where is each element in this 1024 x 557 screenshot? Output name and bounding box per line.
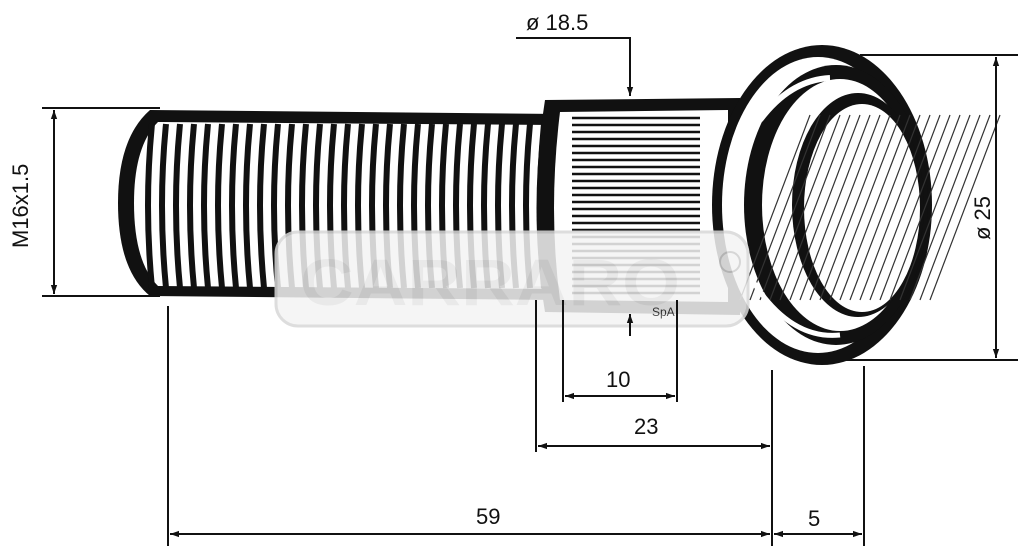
thread-grooves [145,123,547,289]
thread-label: M16x1.5 [8,164,33,248]
total-length-label: 59 [476,504,500,529]
dim-knurl-diameter [516,37,634,336]
registered-mark-icon [719,251,741,273]
dim-shank-length [535,300,773,452]
knurl-diameter-label: ø 18.5 [526,10,588,35]
watermark-suffix: SpA [652,305,675,319]
dim-head-diameter [845,54,1018,361]
head-thickness-label: 5 [808,506,820,531]
head-diameter-label: ø 25 [970,196,995,240]
dim-thread-diameter [42,107,160,297]
bolt-head [712,45,1001,365]
dim-knurl-length [562,300,678,402]
head-face-hatching [739,114,1001,301]
watermark: CARRARO SpA [274,230,750,328]
dim-total-length [167,306,865,546]
shank-length-label: 23 [634,414,658,439]
knurl-length-label: 10 [606,367,630,392]
watermark-text: CARRARO [300,245,680,319]
